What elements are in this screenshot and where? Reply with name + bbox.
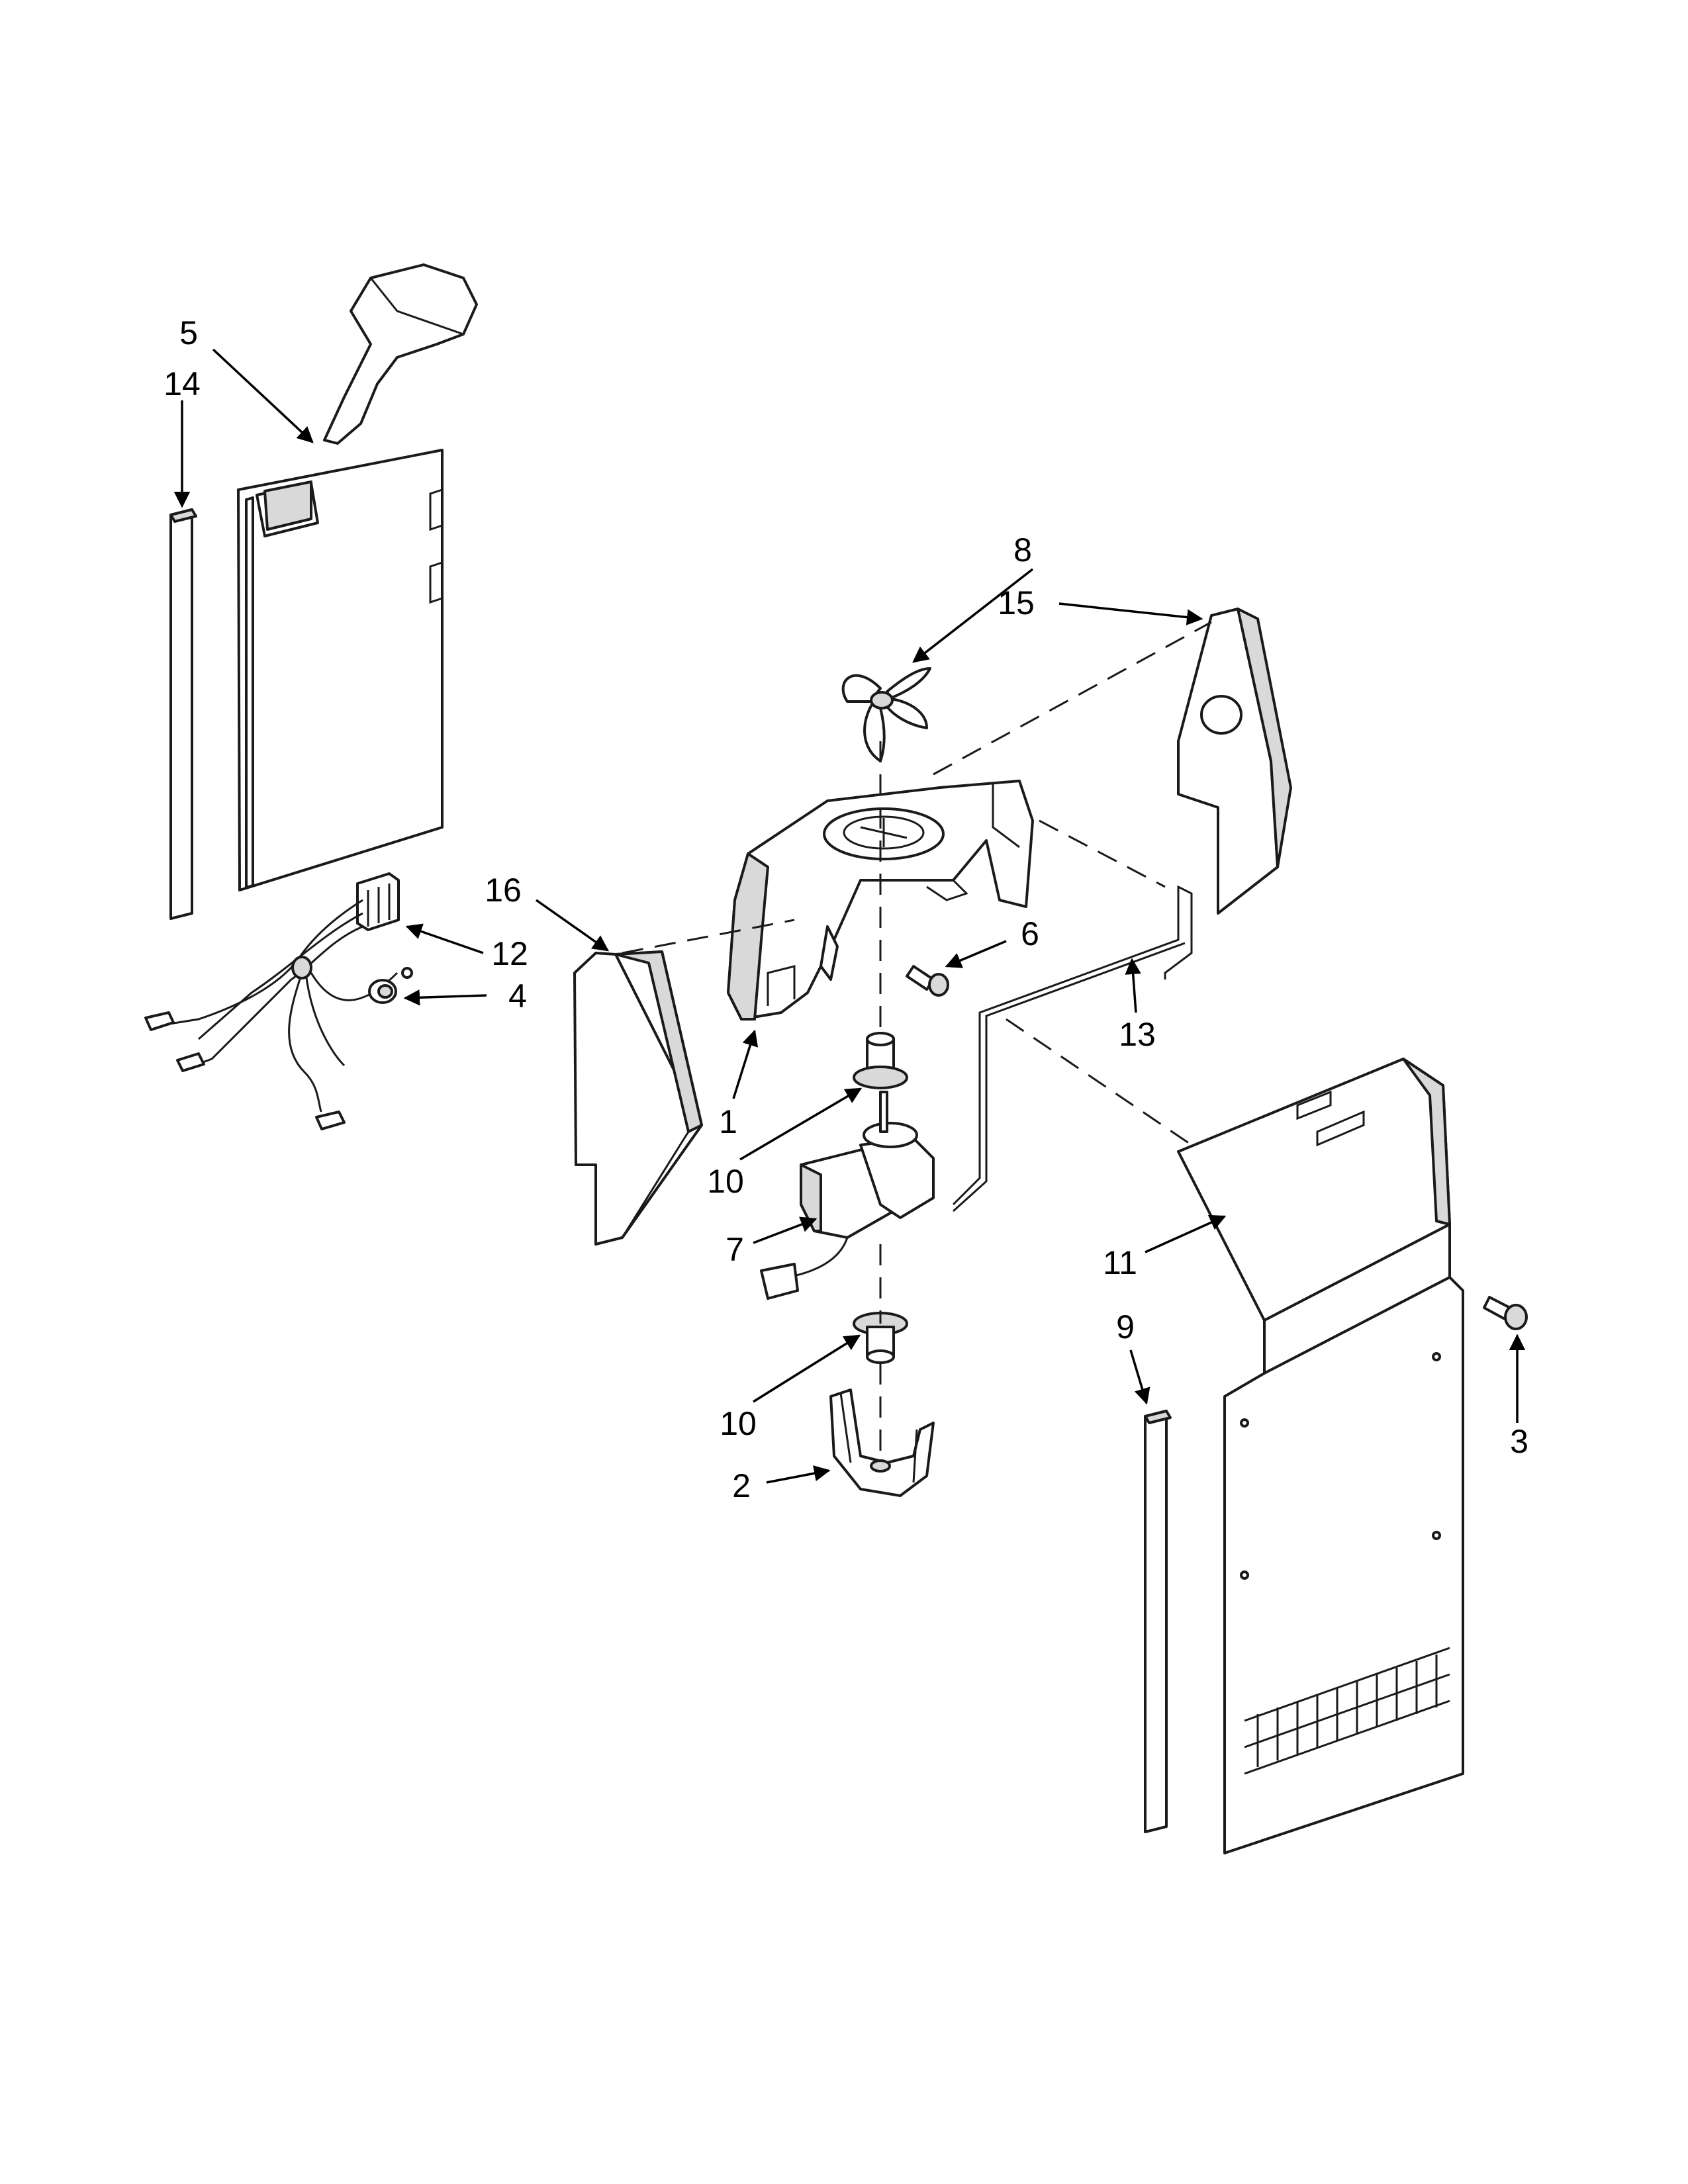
part-13-wire-bracket (952, 885, 1193, 1212)
callout-6: 6 (1021, 915, 1039, 952)
part-6-screw (906, 965, 949, 997)
callout-14: 14 (164, 365, 201, 402)
part-2-motor-bracket (829, 1388, 935, 1497)
assembly-lines (622, 621, 1212, 1463)
callout-13: 13 (1119, 1016, 1156, 1053)
callout-5: 5 (179, 314, 198, 351)
callout-8: 8 (1013, 531, 1032, 569)
part-7-motor (760, 1091, 935, 1300)
callout-labels: 5 14 8 15 16 6 12 4 13 1 10 7 11 9 3 10 … (164, 314, 1528, 1504)
callout-4: 4 (508, 978, 527, 1015)
part-11-vents (1244, 1647, 1450, 1775)
part-1-fan-housing (727, 780, 1034, 1021)
callout-leaders (173, 348, 1526, 1484)
callout-12: 12 (491, 935, 528, 972)
callout-11: 11 (1103, 1244, 1137, 1281)
callout-9: 9 (1116, 1308, 1135, 1345)
part-11-rear-panel (1177, 1058, 1464, 1854)
callout-15: 15 (998, 584, 1035, 621)
callout-1: 1 (719, 1103, 737, 1140)
part-5-cover-duct (237, 263, 478, 891)
part-3-screw (1483, 1296, 1528, 1330)
callout-2: 2 (732, 1467, 751, 1504)
part-9-strip (1144, 1410, 1172, 1833)
part-12-wire-harness (144, 872, 413, 1130)
callout-3: 3 (1510, 1423, 1528, 1460)
part-10-bushing-lower (853, 1312, 908, 1364)
callout-7: 7 (726, 1231, 744, 1268)
part-4-grommet (368, 979, 397, 1004)
part-8-fan-blade (841, 667, 931, 762)
callout-16: 16 (485, 872, 522, 909)
callout-10-upper: 10 (707, 1163, 744, 1200)
part-15-end-cap (1177, 608, 1292, 915)
part-16-end-cap (573, 950, 703, 1246)
callout-10-lower: 10 (720, 1405, 757, 1442)
part-10-bushing-upper (853, 1032, 908, 1089)
part-14-strip (169, 508, 197, 920)
